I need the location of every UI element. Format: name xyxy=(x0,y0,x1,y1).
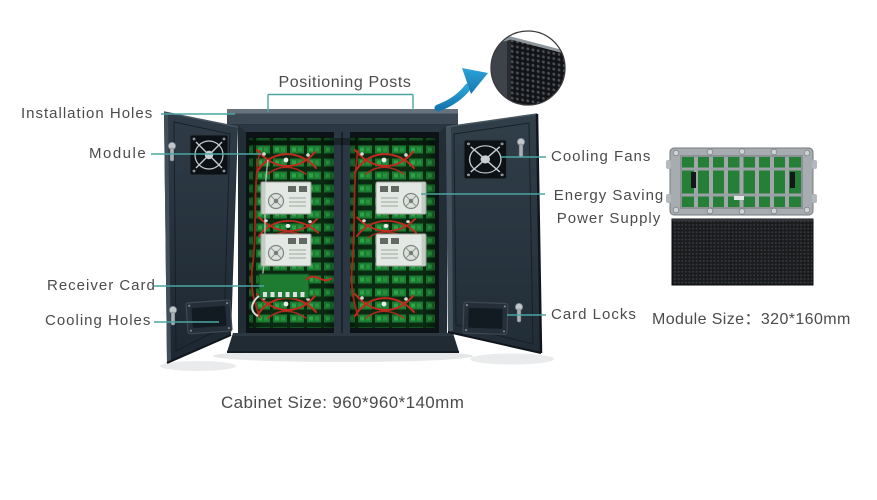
callout-installation-holes: Installation Holes xyxy=(21,105,154,122)
zoom-arrow-icon xyxy=(434,68,488,112)
right-door xyxy=(445,113,543,354)
callout-module: Module xyxy=(89,145,148,162)
cabinet-body xyxy=(238,125,447,339)
leader-positioning-posts xyxy=(267,93,414,112)
cooling-holes-plate xyxy=(462,301,509,336)
module-front-view xyxy=(671,218,814,286)
callout-cooling-holes: Cooling Holes xyxy=(45,312,152,329)
callout-receiver-card: Receiver Card xyxy=(47,277,156,294)
callout-cooling-fans: Cooling Fans xyxy=(551,148,652,165)
power-supply xyxy=(375,233,427,267)
caption-module-size: Module Size：320*160mm xyxy=(652,311,851,328)
left-door xyxy=(163,111,239,364)
callout-positioning-posts: Positioning Posts xyxy=(278,74,412,91)
callout-card-locks: Card Locks xyxy=(551,306,637,323)
module-back-view xyxy=(666,147,817,216)
wiring xyxy=(250,149,417,319)
power-supply xyxy=(375,181,427,215)
cooling-fan-icon xyxy=(189,134,229,176)
leader-lines xyxy=(151,93,546,323)
callout-energy-saving-line1: Energy Saving xyxy=(553,187,665,204)
corner-inset xyxy=(490,30,566,106)
power-supply xyxy=(260,181,312,215)
caption-cabinet-size: Cabinet Size: 960*960*140mm xyxy=(221,393,465,412)
callout-energy-saving-power-supply: Energy Saving Power Supply xyxy=(545,184,673,230)
cooling-holes-plate xyxy=(185,299,233,335)
power-supply xyxy=(260,233,312,267)
callout-energy-saving-line2: Power Supply xyxy=(556,210,662,227)
cabinet-base xyxy=(227,333,459,353)
cooling-fan-icon xyxy=(463,139,508,180)
ground-shadow xyxy=(160,350,554,371)
receiver-card xyxy=(251,273,333,317)
